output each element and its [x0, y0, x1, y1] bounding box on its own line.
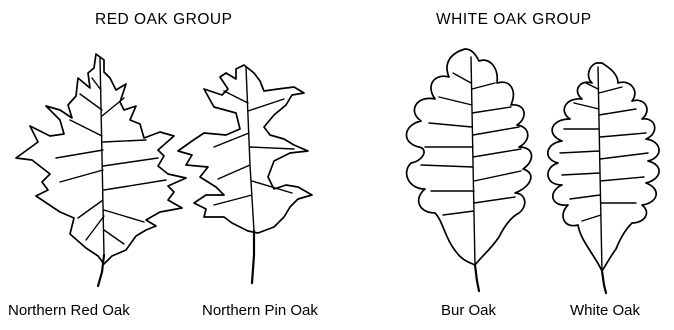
- bur-oak-leaf-veins: [421, 57, 521, 265]
- northern-red-oak-leaf-illustration: [8, 50, 192, 292]
- white-oak-group-title: WHITE OAK GROUP: [436, 11, 592, 29]
- northern-red-oak-caption: Northern Red Oak: [8, 302, 130, 319]
- bur-oak-stem: [475, 265, 479, 291]
- white-oak-stem: [602, 271, 606, 293]
- white-oak-leaf-illustration: [536, 53, 668, 295]
- northern-pin-oak-caption: Northern Pin Oak: [202, 302, 318, 319]
- red-oak-group-title: RED OAK GROUP: [95, 11, 232, 29]
- white-oak-leaf-outline: [548, 63, 659, 271]
- bur-oak-leaf-illustration: [395, 43, 545, 293]
- bur-oak-caption: Bur Oak: [441, 302, 496, 319]
- northern-pin-oak-leaf-illustration: [174, 55, 324, 295]
- northern-pin-oak-leaf-veins: [214, 67, 294, 231]
- white-oak-caption: White Oak: [570, 302, 640, 319]
- northern-pin-oak-stem: [252, 231, 254, 283]
